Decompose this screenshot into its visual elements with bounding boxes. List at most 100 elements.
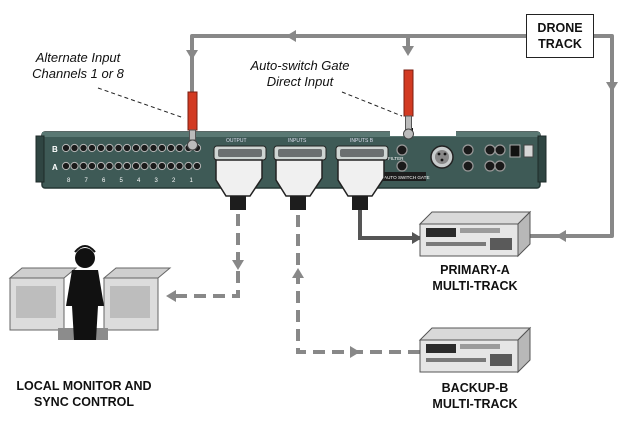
backup-up-arrow xyxy=(292,268,304,278)
patch-jack xyxy=(192,161,202,171)
row-a-label: A xyxy=(52,163,58,172)
aux-jack-4 xyxy=(484,160,496,172)
hood-inputs-b xyxy=(337,159,385,210)
dsub-inputs: INPUTS xyxy=(273,138,327,161)
drone-cable-arrows xyxy=(186,30,618,242)
monitor-cable xyxy=(176,214,240,298)
patch-jack xyxy=(114,161,123,171)
monitor-left-arrow xyxy=(166,290,176,302)
primary-recorder-label: PRIMARY-A MULTI-TRACK xyxy=(410,262,540,294)
patch-jack xyxy=(61,143,71,153)
primary-arrow xyxy=(412,232,422,244)
aux-jack-5 xyxy=(494,144,506,156)
patch-jack xyxy=(140,143,149,153)
patch-jack xyxy=(149,161,158,171)
patch-jack xyxy=(96,161,106,171)
backup-line2: MULTI-TRACK xyxy=(432,397,518,411)
gate-jack-top xyxy=(396,144,408,156)
hood-inputs xyxy=(275,159,323,210)
channel-number-label: 7 xyxy=(85,178,89,184)
backup-right-arrow xyxy=(350,346,360,358)
patch-jack xyxy=(114,143,123,153)
drone-down-arrow-left xyxy=(186,50,198,60)
aux-jack-3 xyxy=(484,144,496,156)
rack-ear-right xyxy=(537,135,547,183)
dsub-output: OUTPUT xyxy=(213,138,267,161)
patch-jack xyxy=(175,143,184,153)
backup-line1: BACKUP-B xyxy=(441,381,509,395)
patch-jack xyxy=(166,143,176,153)
patch-jack xyxy=(157,161,167,171)
autoswitch-line1: Auto-switch Gate xyxy=(250,58,350,73)
aux-jack-2 xyxy=(462,160,474,172)
channel-number-label: 1 xyxy=(190,178,194,184)
patch-jack xyxy=(149,143,158,153)
drone-right-down-arrow xyxy=(606,82,618,92)
drone-line1: DRONE xyxy=(537,21,583,35)
output-section-label: OUTPUT xyxy=(226,138,247,144)
drone-left-arrow xyxy=(286,30,296,42)
power-inlet xyxy=(509,144,521,158)
patch-jack xyxy=(61,161,71,171)
monitor-station xyxy=(8,245,172,340)
autoswitch-plug xyxy=(403,69,414,140)
patch-jack xyxy=(105,161,114,171)
inputs-b-section-label: INPUTS B xyxy=(350,138,374,144)
monitor-line2: SYNC CONTROL xyxy=(34,395,134,409)
autoswitch-line2: Direct Input xyxy=(266,74,334,89)
alternate-input-line1: Alternate Input xyxy=(35,50,121,65)
patch-jack xyxy=(166,161,176,171)
patch-jack xyxy=(184,161,193,171)
autoswitch-leader xyxy=(341,91,403,117)
operator-head xyxy=(75,248,95,268)
patch-jack xyxy=(175,161,184,171)
patch-jack xyxy=(70,161,79,171)
panel-white-stripe xyxy=(390,128,456,136)
monitor-down-arrow xyxy=(232,260,244,270)
drone-down-arrow-right xyxy=(402,46,414,56)
patch-jack xyxy=(87,161,97,171)
alternate-input-line2: Channels 1 or 8 xyxy=(32,66,124,81)
primary-line1: PRIMARY-A xyxy=(440,263,510,277)
channel-numbers: 8 7 6 5 4 3 2 1 xyxy=(67,178,194,184)
channel-number-label: 6 xyxy=(102,178,106,184)
primary-line2: MULTI-TRACK xyxy=(432,279,518,293)
channel-number-label: 4 xyxy=(137,178,141,184)
patch-jack xyxy=(131,161,141,171)
patch-jack xyxy=(140,161,149,171)
hood-output xyxy=(215,159,263,210)
autoswitch-strip xyxy=(382,172,426,181)
jack-field xyxy=(61,143,202,171)
patch-jack xyxy=(122,161,132,171)
patch-jack xyxy=(79,161,88,171)
channel-number-label: 8 xyxy=(67,178,71,184)
patch-jack xyxy=(79,143,88,153)
alternate-input-leader xyxy=(97,87,185,119)
dsub-inputs-b: INPUTS B xyxy=(335,138,389,161)
patch-jack xyxy=(157,143,167,153)
channel-number-label: 2 xyxy=(172,178,176,184)
drone-line2: TRACK xyxy=(538,37,582,51)
filter-label: FILTER xyxy=(388,156,404,161)
patch-jack xyxy=(122,143,132,153)
backup-recorder-label: BACKUP-B MULTI-TRACK xyxy=(410,380,540,412)
row-b-label: B xyxy=(52,145,58,154)
aux-jack-1 xyxy=(462,144,474,156)
patch-jack xyxy=(105,143,114,153)
autoswitch-label: AUTO SWITCH GATE xyxy=(384,175,430,180)
aux-jack-6 xyxy=(494,160,506,172)
drone-track-box: DRONE TRACK xyxy=(526,14,594,58)
autoswitch-callout: Auto-switch Gate Direct Input xyxy=(238,58,362,90)
rack-ear-left xyxy=(35,135,45,183)
inputs-section-label: INPUTS xyxy=(288,138,307,144)
primary-recorder xyxy=(418,210,532,258)
alternate-input-callout: Alternate Input Channels 1 or 8 xyxy=(18,50,138,82)
ce-badge xyxy=(523,144,534,158)
operator-body xyxy=(66,270,104,340)
gate-jack-bottom xyxy=(396,160,408,172)
backup-recorder xyxy=(418,326,532,374)
channel-number-label: 3 xyxy=(155,178,159,184)
channel-number-label: 5 xyxy=(120,178,124,184)
